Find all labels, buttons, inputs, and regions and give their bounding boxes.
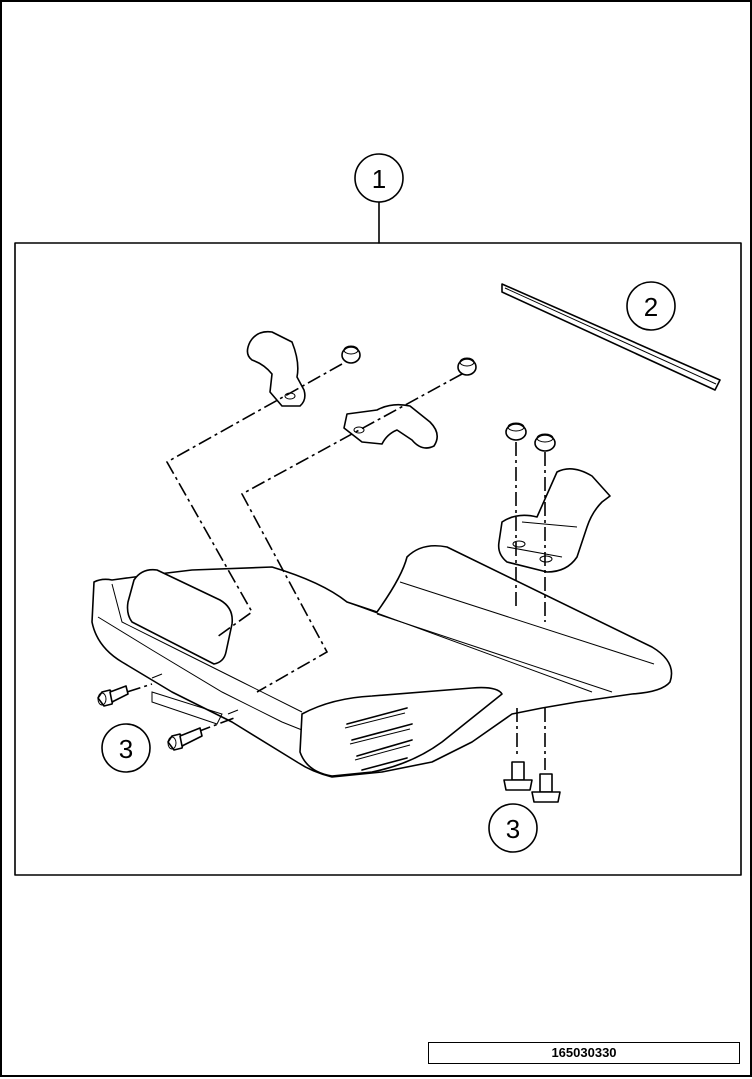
callout-1-label: 1 <box>372 164 386 194</box>
callout-2: 2 <box>626 281 676 331</box>
callout-3a-label: 3 <box>119 734 133 764</box>
assembly-lines <box>126 363 546 770</box>
callout-3b: 3 <box>488 803 538 853</box>
callout-2-label: 2 <box>644 292 658 322</box>
collar-bolt-left-1 <box>97 685 129 707</box>
collar-bolt-right-2 <box>531 773 561 803</box>
collar-bolt-right-1 <box>503 761 533 791</box>
collar-bolt-left-2 <box>167 727 203 751</box>
drawing-number: 165030330 <box>428 1042 740 1064</box>
nut-3 <box>505 422 527 441</box>
front-bracket-right <box>343 403 438 449</box>
callout-3a: 3 <box>101 723 151 773</box>
callout-3b-label: 3 <box>506 814 520 844</box>
nut-1 <box>341 345 361 364</box>
callout-1: 1 <box>354 153 404 203</box>
nut-2 <box>457 357 477 376</box>
skid-plate <box>91 544 673 778</box>
front-bracket-left <box>246 330 306 407</box>
nut-4 <box>534 433 556 452</box>
assembly-frame <box>14 242 742 876</box>
sealing-strip <box>501 283 721 391</box>
